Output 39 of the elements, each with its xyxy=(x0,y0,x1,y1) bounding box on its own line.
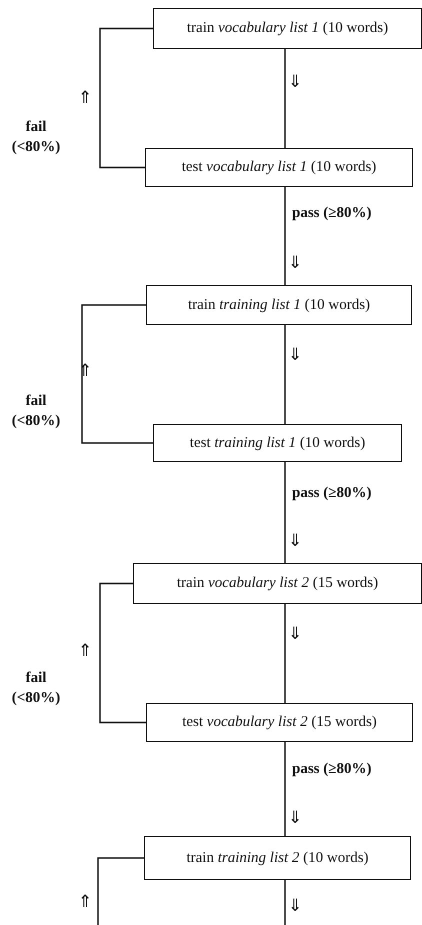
edge-label: pass (≥80%) xyxy=(292,760,372,780)
process-box xyxy=(153,424,402,462)
step-text: test vocabulary list 2 (15 words) xyxy=(182,714,377,731)
connector-line xyxy=(284,880,286,925)
direction-arrow: ⇓ xyxy=(288,625,302,642)
step-text: train training list 1 (10 words) xyxy=(188,296,370,314)
direction-arrow: ⇑ xyxy=(78,362,92,379)
connector-line xyxy=(284,462,286,563)
connector-line xyxy=(284,187,286,285)
step-text: test vocabulary list 1 (10 words) xyxy=(182,159,376,176)
direction-arrow: ⇓ xyxy=(288,532,302,549)
direction-arrow: ⇑ xyxy=(78,89,92,106)
connector-line xyxy=(284,325,286,424)
connector-line xyxy=(284,49,286,148)
process-box xyxy=(153,8,422,49)
edge-label: pass (≥80%) xyxy=(292,484,372,504)
process-box xyxy=(146,285,412,325)
edge-label: pass (≥80%) xyxy=(292,204,372,224)
direction-arrow: ⇓ xyxy=(288,254,302,271)
connector-line xyxy=(97,857,144,925)
direction-arrow: ⇓ xyxy=(288,73,302,90)
process-box xyxy=(133,563,422,604)
direction-arrow: ⇑ xyxy=(78,893,92,910)
connector-line xyxy=(284,604,286,703)
process-box xyxy=(146,703,413,742)
step-text: train vocabulary list 1 (10 words) xyxy=(186,20,388,37)
step-text: train training list 2 (10 words) xyxy=(186,850,369,866)
process-box xyxy=(144,836,411,880)
direction-arrow: ⇓ xyxy=(288,897,302,914)
connector-line xyxy=(81,304,153,444)
direction-arrow: ⇓ xyxy=(288,809,302,826)
step-text: test training list 1 (10 words) xyxy=(190,434,366,452)
process-box xyxy=(145,148,413,187)
connector-line xyxy=(99,28,153,168)
direction-arrow: ⇑ xyxy=(78,642,92,659)
direction-arrow: ⇓ xyxy=(288,346,302,363)
step-text: train vocabulary list 2 (15 words) xyxy=(176,575,378,592)
connector-line xyxy=(284,742,286,836)
connector-line xyxy=(99,582,146,724)
